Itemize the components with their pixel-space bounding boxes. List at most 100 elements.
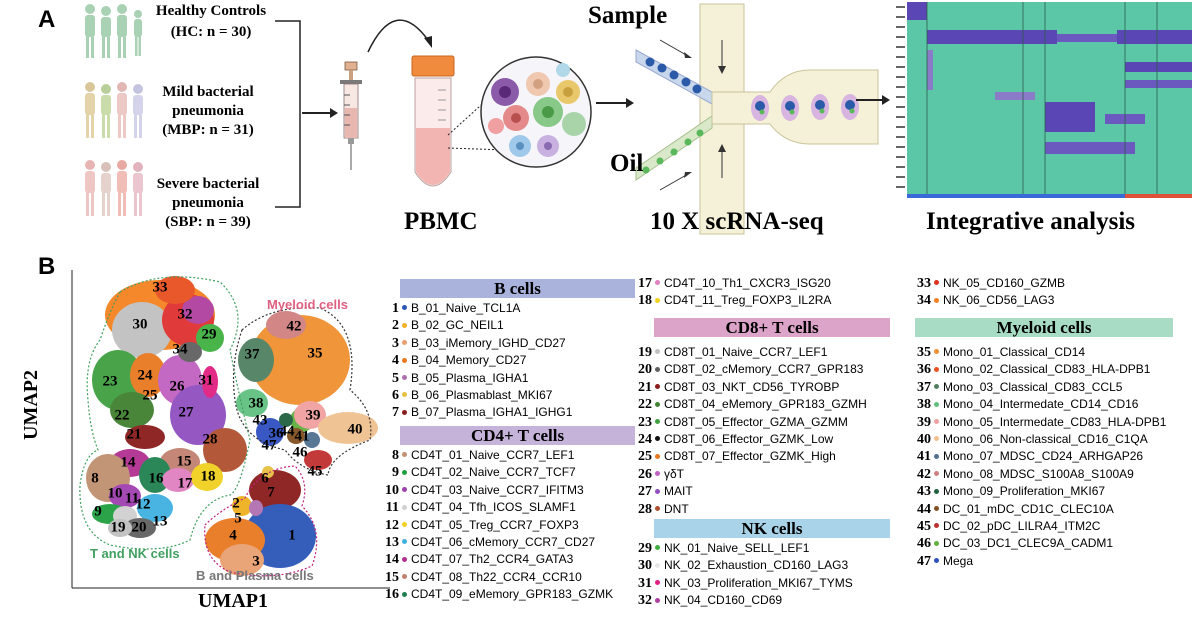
mbp-line3: (MBP: n = 31) xyxy=(162,122,254,138)
legend-item-number: 24 xyxy=(638,432,652,447)
panel-b-letter: B xyxy=(38,253,56,280)
legend-header-cd4: CD4+ T cells xyxy=(400,426,635,445)
legend-item-number: 42 xyxy=(917,466,931,482)
legend-item-number: 15 xyxy=(385,569,399,585)
legend-header-nk: NK cells xyxy=(654,519,890,538)
legend-item-label: Mono_02_Classical_CD83_HLA-DPB1 xyxy=(943,362,1151,377)
legend-color-dot xyxy=(934,505,939,511)
legend-item-number: 29 xyxy=(638,541,652,556)
legend-color-dot xyxy=(402,452,407,458)
umap-plot xyxy=(71,270,390,589)
legend-color-dot xyxy=(655,280,660,286)
legend-item-label: Mono_09_Proliferation_MKI67 xyxy=(943,484,1106,499)
legend-item-label: CD4T_10_Th1_CXCR3_ISG20 xyxy=(664,276,831,290)
umap-cluster-label: 21 xyxy=(126,426,142,443)
umap-xlabel: UMAP1 xyxy=(198,590,268,612)
umap-cluster-label: 42 xyxy=(286,318,302,335)
umap-cluster-label: 20 xyxy=(131,519,147,536)
legend-color-dot xyxy=(934,488,939,494)
umap-cluster-label: 18 xyxy=(200,468,216,485)
legend-item-label: CD4T_03_Naive_CCR7_IFITM3 xyxy=(411,482,584,497)
umap-cluster-label: 41 xyxy=(294,428,310,445)
region-b-label: B and Plasma cells xyxy=(196,568,314,583)
legend-item-number: 27 xyxy=(638,484,652,500)
mbp-group-label: Mild bacterial pneumonia (MBP: n = 31) xyxy=(148,84,268,139)
region-t-nk-label: T and NK cells xyxy=(90,546,180,561)
legend-color-dot xyxy=(402,409,407,415)
sbp-people-icon xyxy=(85,160,143,216)
legend-item-number: 4 xyxy=(392,353,399,369)
legend-item-number: 7 xyxy=(392,405,399,421)
legend-item-number: 32 xyxy=(638,593,652,609)
umap-cluster-label: 45 xyxy=(307,463,323,480)
legend-item-number: 28 xyxy=(638,501,652,517)
legend-color-dot xyxy=(655,366,660,372)
legend-item-label: CD8T_01_Naive_CCR7_LEF1 xyxy=(664,345,828,359)
legend-color-dot xyxy=(655,505,660,511)
legend-item-number: 14 xyxy=(385,552,399,568)
legend-item-label: CD4T_01_Naive_CCR7_LEF1 xyxy=(411,448,575,462)
hc-line1: Healthy Controls xyxy=(155,3,267,19)
legend-item-label: Mono_06_Non-classical_CD16_C1QA xyxy=(943,432,1148,446)
legend-item-number: 1 xyxy=(392,301,399,316)
legend-color-dot xyxy=(655,297,660,303)
umap-cluster-label: 6 xyxy=(261,470,269,487)
legend-item-number: 22 xyxy=(638,397,652,413)
legend-item-label: CD8T_03_NKT_CD56_TYROBP xyxy=(664,379,840,394)
legend-item-number: 36 xyxy=(917,362,931,378)
workflow-graphics xyxy=(275,3,890,235)
legend-color-dot xyxy=(934,418,939,424)
legend-item-number: 9 xyxy=(392,465,399,481)
legend-item-label: DC_01_mDC_CD1C_CLEC10A xyxy=(943,501,1114,516)
umap-cluster-label: 4 xyxy=(229,527,237,544)
umap-cluster-label: 30 xyxy=(132,316,148,333)
legend-color-dot xyxy=(934,558,939,564)
sbp-line1: Severe bacterial xyxy=(156,176,260,192)
legend-item-number: 10 xyxy=(385,482,399,498)
legend-item-number: 44 xyxy=(917,501,931,517)
legend-item-label: CD4T_05_Treg_CCR7_FOXP3 xyxy=(411,517,579,532)
microfluidic-chip-icon xyxy=(635,3,879,235)
umap-cluster-label: 40 xyxy=(347,421,363,438)
legend-item-label: Mono_03_Classical_CD83_CCL5 xyxy=(943,379,1123,394)
legend-item-label: NK_01_Naive_SELL_LEF1 xyxy=(664,541,810,555)
umap-cluster-label: 34 xyxy=(172,341,188,358)
umap-cluster-label: 1 xyxy=(288,527,296,544)
syringe-icon xyxy=(340,61,362,170)
legend-color-dot xyxy=(934,523,939,529)
umap-cluster-label: 2 xyxy=(232,495,240,512)
umap-cluster-label: 33 xyxy=(152,279,168,296)
legend-item-label: CD8T_04_eMemory_GPR183_GZMH xyxy=(664,397,867,412)
umap-cluster-label: 3 xyxy=(252,553,260,570)
umap-cluster-label: 27 xyxy=(178,404,194,421)
legend-item-label: B_03_iMemory_IGHD_CD27 xyxy=(411,335,566,350)
legend-color-dot xyxy=(655,418,660,424)
legend-item-label: CD4T_02_Naive_CCR7_TCF7 xyxy=(411,465,576,480)
legend-color-dot xyxy=(934,453,939,459)
legend-color-dot xyxy=(934,384,939,390)
legend-item: 9 CD4T_02_Naive_CCR7_TCF7 xyxy=(377,464,576,481)
legend-item: 44 DC_01_mDC_CD1C_CLEC10A xyxy=(909,501,1114,518)
legend-item-number: 47 xyxy=(917,553,931,569)
legend-item-number: 41 xyxy=(917,449,931,465)
legend-item-label: CD4T_04_Tfh_ICOS_SLAMF1 xyxy=(411,500,576,515)
hc-line2: (HC: n = 30) xyxy=(170,24,252,40)
legend-color-dot xyxy=(655,349,660,355)
